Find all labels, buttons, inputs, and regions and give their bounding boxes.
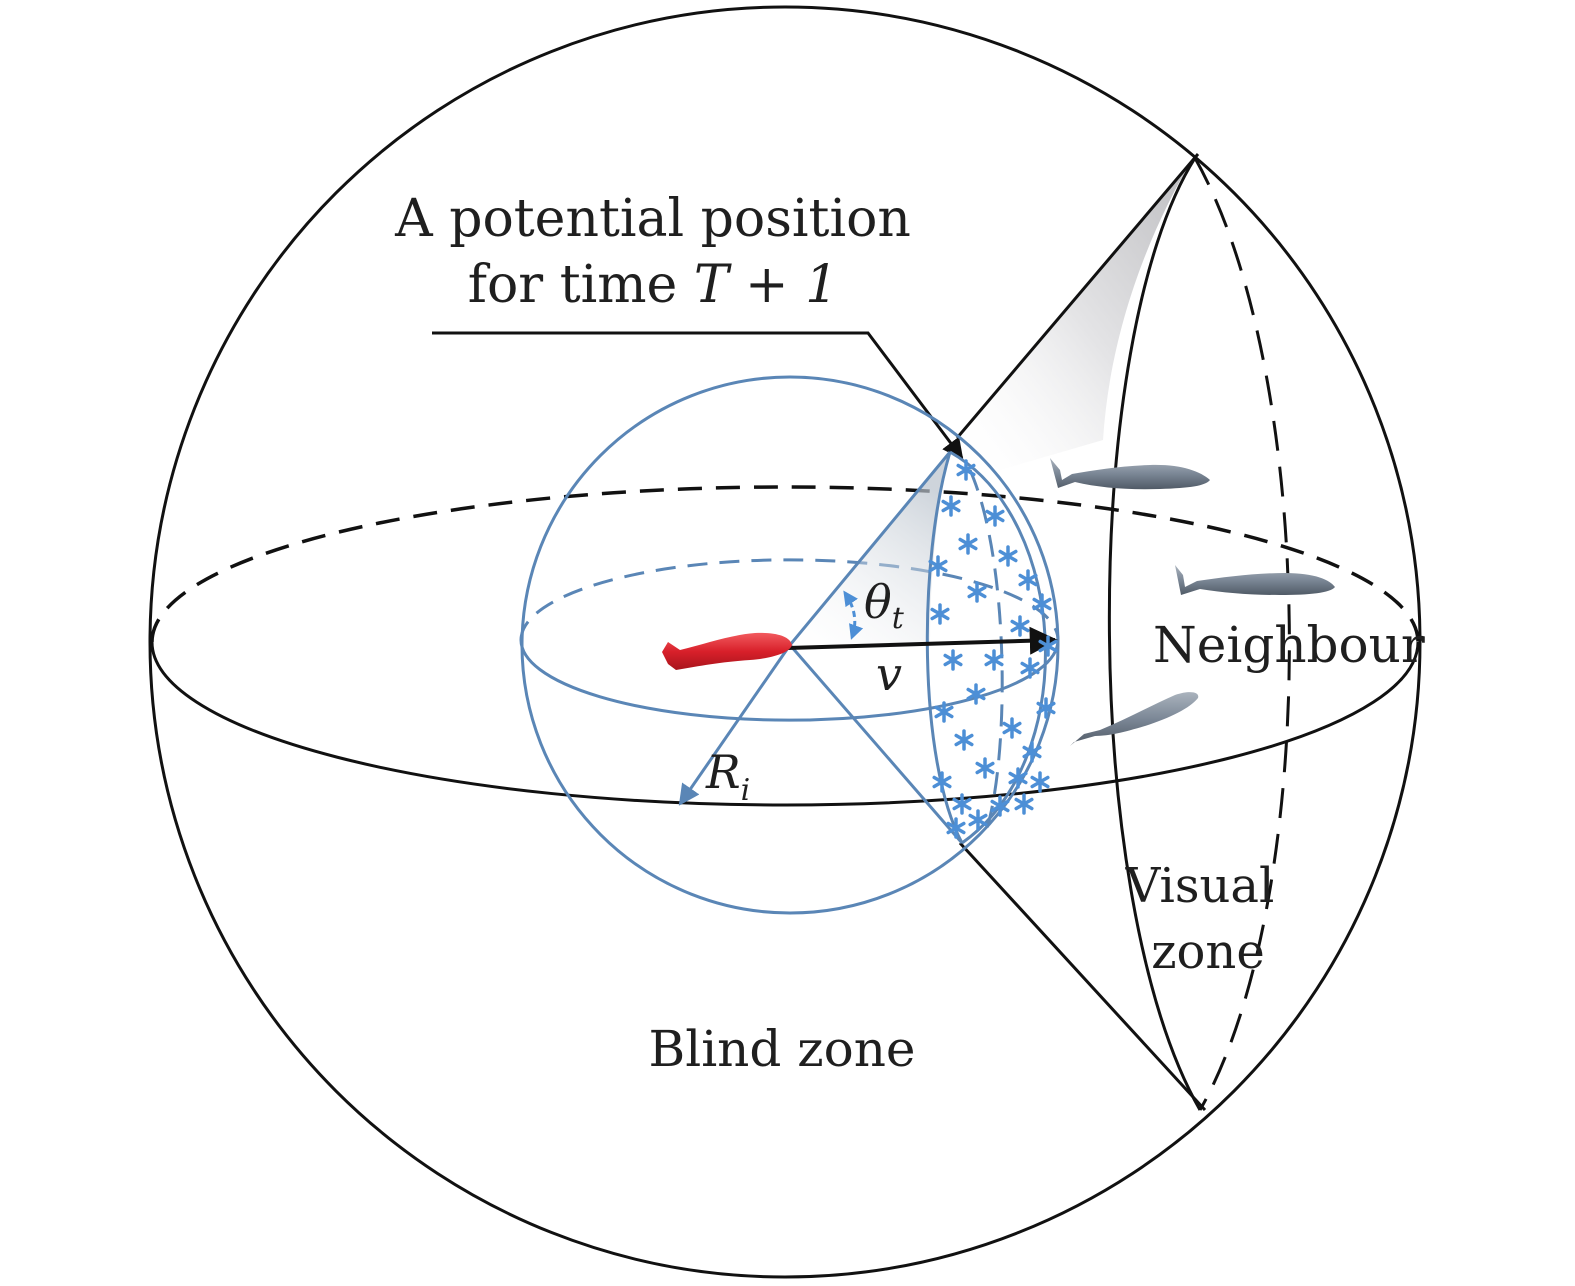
- candidate-cap-back: [949, 450, 1047, 845]
- asterisk-icon: [943, 649, 963, 671]
- asterisk-icon: [968, 809, 988, 831]
- asterisk-icon: [958, 533, 978, 555]
- visual-cone-shade: [957, 158, 1193, 470]
- asterisk-icon: [1030, 771, 1050, 793]
- wedge-edge-top: [788, 451, 952, 646]
- asterisk-icon: [1038, 635, 1058, 657]
- neighbour-label: Neighbour: [1153, 616, 1425, 674]
- asterisk-icon: [952, 793, 972, 815]
- asterisk-icon: [1008, 767, 1028, 789]
- asterisk-icon: [954, 729, 974, 751]
- asterisk-icon: [928, 555, 948, 577]
- candidate-cap-mid-dashed: [968, 469, 1004, 836]
- asterisk-icon: [930, 603, 950, 625]
- grey-fish-icon: [1175, 565, 1335, 595]
- theta-angle-arc: [843, 590, 864, 640]
- asterisk-icon: [1010, 615, 1030, 637]
- asterisk-icon: [1002, 717, 1022, 739]
- candidate-cap-front: [925, 451, 964, 844]
- asterisk-icon: [956, 459, 976, 481]
- inner-equator-back: [519, 558, 1060, 641]
- grey-fish-icon: [1070, 692, 1199, 746]
- radius-arrow: [678, 644, 792, 806]
- asterisk-icon: [932, 771, 952, 793]
- theta-subscript: t: [892, 601, 905, 636]
- asterisk-icon: [985, 505, 1005, 527]
- asterisk-icon: [1020, 657, 1040, 679]
- callout-text-math: T + 1: [694, 255, 838, 315]
- asterisk-icon: [984, 649, 1004, 671]
- red-fish-icon: [662, 632, 792, 670]
- theta-label: θt: [864, 575, 905, 636]
- asterisk-icon: [1022, 741, 1042, 763]
- radius-symbol: R: [705, 745, 741, 799]
- asterisk-icon: [967, 581, 987, 603]
- asterisk-icon: [966, 683, 986, 705]
- asterisk-icon: [998, 545, 1018, 567]
- asterisk-icon: [941, 495, 961, 517]
- callout-text-line1: A potential position: [394, 189, 911, 249]
- cone-edge-top: [955, 153, 1200, 439]
- candidate-positions: [928, 459, 1058, 839]
- velocity-arrow: [787, 626, 1058, 655]
- asterisk-icon: [1036, 697, 1056, 719]
- asterisk-icon: [1018, 569, 1038, 591]
- radius-label: Ri: [705, 745, 750, 808]
- asterisk-icon: [946, 817, 966, 839]
- outer-equator-front: [150, 641, 1420, 807]
- asterisk-icon: [934, 701, 954, 723]
- inner-equator-front: [519, 639, 1060, 722]
- asterisk-icon: [1032, 593, 1052, 615]
- theta-symbol: θ: [864, 575, 892, 629]
- blind-zone-label: Blind zone: [648, 1020, 915, 1078]
- cone-edge-bottom: [958, 841, 1207, 1112]
- velocity-label: v: [876, 647, 902, 701]
- grey-fish-icon: [1050, 458, 1210, 490]
- asterisk-icon: [975, 757, 995, 779]
- cap-front: [1107, 157, 1202, 1111]
- wedge-edge-bottom: [788, 644, 964, 844]
- callout-leader: [432, 331, 964, 460]
- visual-zone-label-line1: Visual: [1125, 858, 1275, 914]
- radius-subscript: i: [741, 773, 751, 808]
- perception-sphere: [148, 5, 1422, 1279]
- callout-text-prefix: for time: [468, 255, 694, 315]
- visual-zone-label-line2: zone: [1151, 924, 1265, 980]
- asterisk-icon: [1014, 793, 1034, 815]
- asterisk-icon: [990, 795, 1010, 817]
- callout-text-line2: for time T + 1: [468, 255, 838, 315]
